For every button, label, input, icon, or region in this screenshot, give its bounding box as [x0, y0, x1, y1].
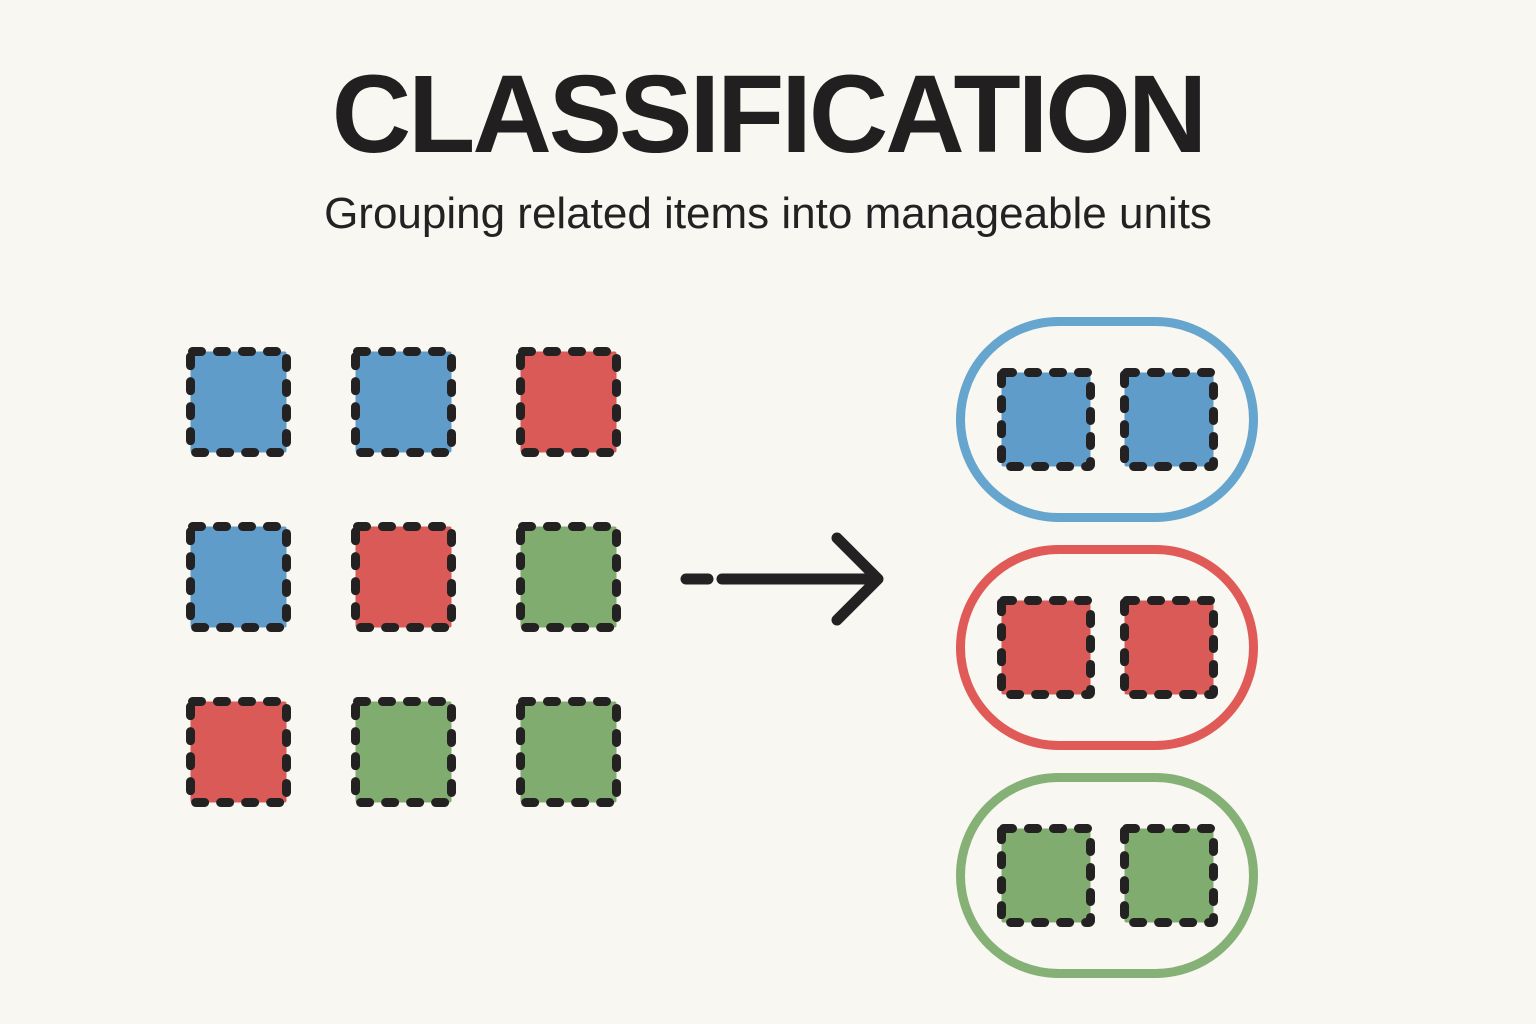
- red-item-square: [996, 595, 1096, 700]
- group-pill-red: [956, 545, 1258, 750]
- blue-item-square: [1119, 367, 1219, 472]
- green-item-square: [515, 696, 622, 808]
- sorted-groups: [956, 317, 1258, 978]
- red-item-square: [185, 696, 292, 808]
- green-item-square: [515, 521, 622, 633]
- group-pill-blue: [956, 317, 1258, 522]
- unsorted-grid: [185, 346, 622, 808]
- page-title: CLASSIFICATION: [331, 53, 1208, 176]
- green-item-square: [996, 823, 1096, 928]
- blue-item-square: [185, 521, 292, 633]
- group-pill-green: [956, 773, 1258, 978]
- blue-item-square: [185, 346, 292, 458]
- arrow-right-icon: [678, 528, 890, 630]
- green-item-square: [350, 696, 457, 808]
- blue-item-square: [996, 367, 1096, 472]
- red-item-square: [1119, 595, 1219, 700]
- green-item-square: [1119, 823, 1219, 928]
- red-item-square: [515, 346, 622, 458]
- red-item-square: [350, 521, 457, 633]
- blue-item-square: [350, 346, 457, 458]
- page-subtitle: Grouping related items into manageable u…: [324, 189, 1212, 238]
